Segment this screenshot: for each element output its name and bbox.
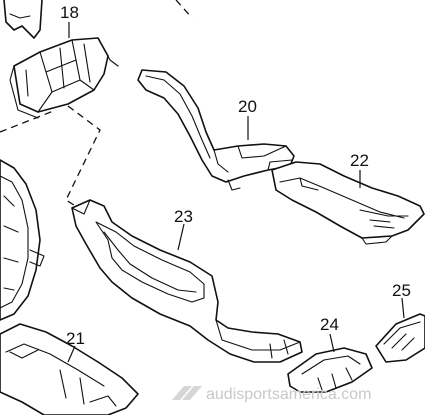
part-21-lower-vent: [0, 323, 139, 415]
callout-25: 25: [392, 281, 411, 300]
callout-24: 24: [320, 315, 339, 334]
part-22-vent-panel: [271, 161, 425, 245]
part-25-vent-outlet: [375, 313, 425, 363]
part-18-duct-connector: [9, 37, 119, 119]
callout-21: 21: [66, 329, 85, 348]
dashed-leaders-18: [0, 105, 101, 211]
watermark: audisportsamerica.com: [172, 386, 371, 403]
callout-20: 20: [238, 97, 257, 116]
watermark-logo-icon: [172, 386, 202, 400]
part-left-duct-assembly: [0, 159, 45, 321]
callout-22: 22: [350, 151, 369, 170]
part-23-center-duct: [71, 199, 303, 363]
callout-23: 23: [174, 207, 193, 226]
callout-leaders: [67, 22, 405, 363]
callout-18: 18: [60, 3, 79, 22]
part-20-curved-duct: [137, 69, 295, 191]
part-top-left-fragment: [3, 0, 43, 39]
dashed-leader-top: [175, 0, 193, 19]
part-24-vent-grille: [287, 347, 373, 393]
watermark-text: audisportsamerica.com: [206, 386, 371, 403]
